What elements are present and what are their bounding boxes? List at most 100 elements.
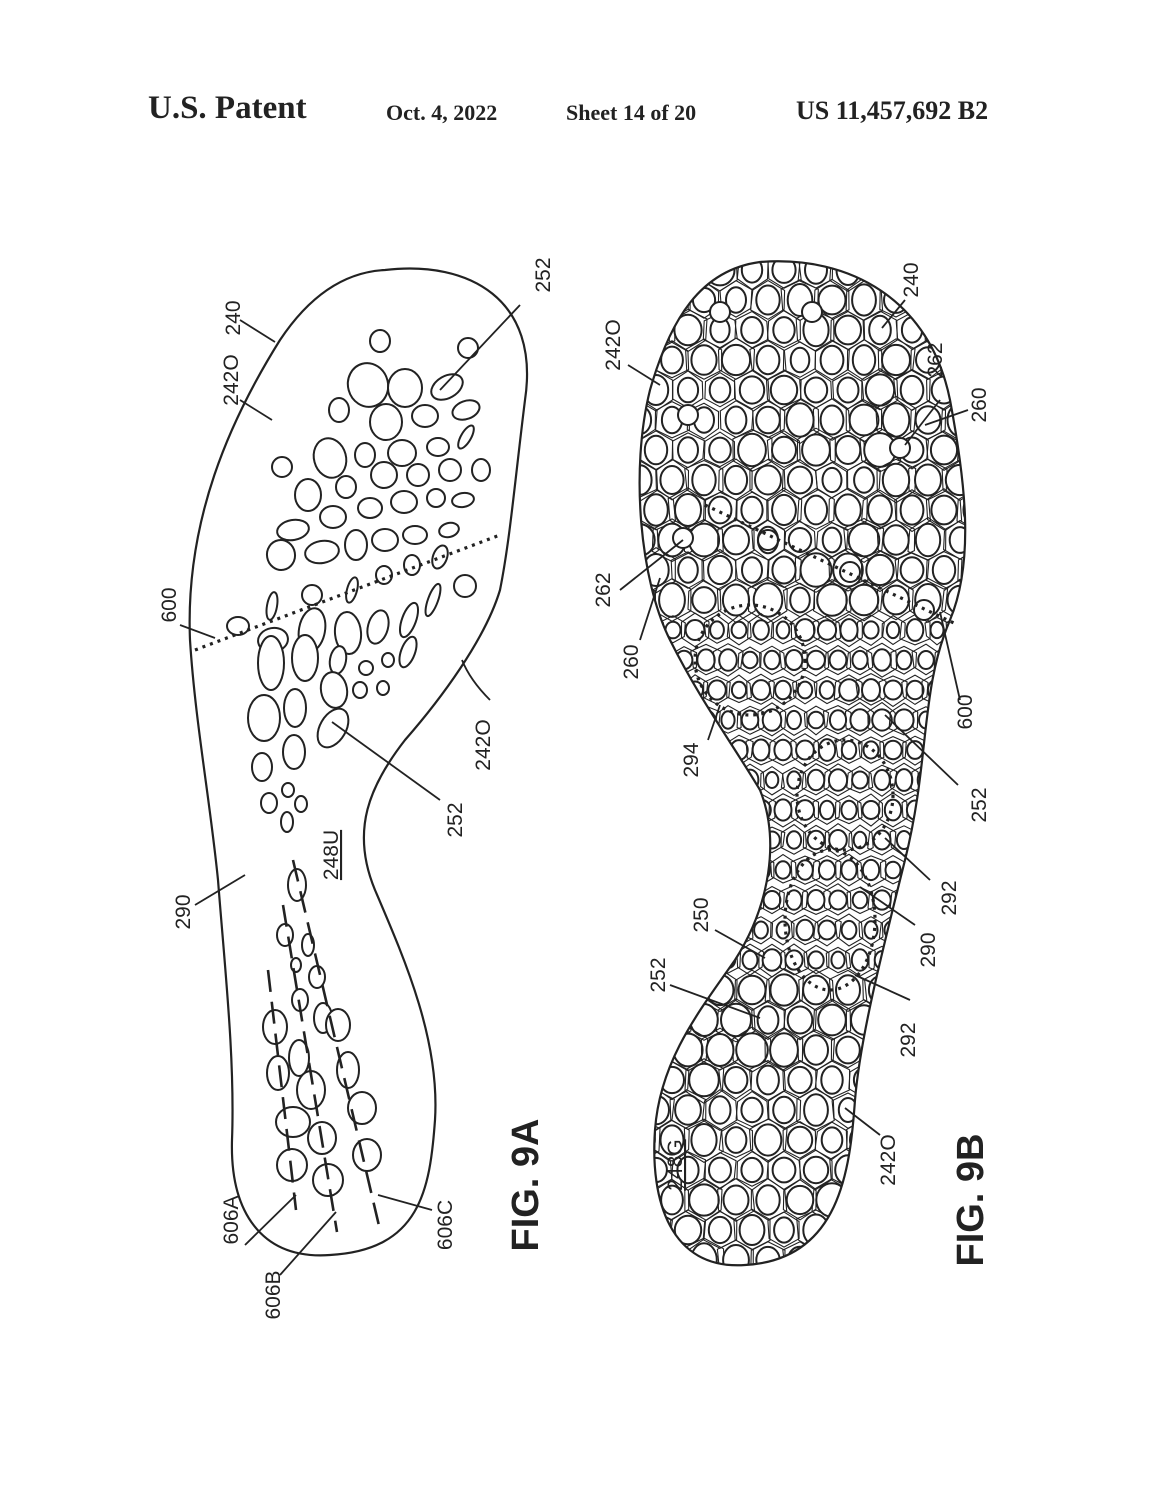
lattice-cell-9b <box>757 702 787 737</box>
lattice-cell-9b <box>911 884 941 916</box>
lattice-hole-9b <box>721 583 751 617</box>
lattice-hole-9b <box>851 890 869 910</box>
lattice-cell-9b <box>794 547 835 593</box>
lattice-cell-9b <box>780 766 807 797</box>
lattice-cell-9b <box>868 764 898 797</box>
lattice-cell-9b <box>923 1025 965 1074</box>
lattice-cell-9b <box>767 1090 802 1130</box>
lattice-hole-9b <box>905 679 925 701</box>
sole-hole-9a <box>376 680 390 696</box>
lattice-hole-9b <box>738 1214 766 1246</box>
sole-hole-9a <box>283 688 307 728</box>
label-600-9a: 600 <box>158 587 181 622</box>
lattice-cell-9b <box>801 763 832 796</box>
lattice-hole-9b <box>873 769 891 791</box>
lattice-hole-9b <box>849 1184 879 1216</box>
lattice-hole-9b <box>642 314 670 346</box>
lattice-hole-9b <box>639 405 653 435</box>
lattice-cell-9b <box>796 488 835 530</box>
sole-hole-9a <box>275 1106 311 1138</box>
lattice-hole-9b <box>639 345 653 375</box>
lattice-hole-9b <box>639 1062 656 1098</box>
lattice-cell-9b <box>881 614 906 646</box>
lattice-hole-9b <box>882 524 910 556</box>
lattice-hole-9b <box>836 376 860 404</box>
lattice-hole-9b <box>639 829 649 851</box>
lattice-cell-9b <box>639 704 654 736</box>
lattice-cell-9b <box>845 1238 884 1266</box>
sole-hole-9a <box>344 529 368 561</box>
sole-hole-9a <box>426 488 446 508</box>
lattice-cell-9b <box>779 704 808 737</box>
lattice-hole-9b <box>899 1154 925 1186</box>
lattice-hole-9b <box>931 555 957 585</box>
lattice-hole-9b <box>771 555 797 585</box>
lattice-hole-9b <box>945 1004 966 1036</box>
label-242o-mid-9a: 242O <box>472 719 495 770</box>
lattice-hole-9b <box>774 679 792 701</box>
lattice-hole-9b <box>685 859 705 881</box>
lattice-hole-9b <box>835 1214 861 1246</box>
sole-hole-9a <box>251 752 273 782</box>
star-node-9b <box>839 561 861 583</box>
lattice-hole-9b <box>807 950 825 970</box>
lattice-cell-9b <box>659 675 687 706</box>
lattice-hole-9b <box>848 403 880 437</box>
lattice-hole-9b <box>676 1155 700 1185</box>
lattice-hole-9b <box>769 1032 799 1068</box>
lattice-hole-9b <box>960 829 966 851</box>
lattice-hole-9b <box>707 799 727 821</box>
lattice-hole-9b <box>775 920 791 940</box>
lattice-cell-9b <box>945 915 966 944</box>
lattice-hole-9b <box>685 799 705 821</box>
lattice-cell-9b <box>718 1121 754 1159</box>
lattice-cell-9b <box>957 824 966 857</box>
lattice-hole-9b <box>639 585 653 615</box>
lattice-hole-9b <box>899 976 925 1004</box>
lattice-hole-9b <box>707 1215 733 1245</box>
lattice-hole-9b <box>786 1125 814 1155</box>
lattice-cell-9b <box>867 823 897 856</box>
lattice-hole-9b <box>803 376 829 404</box>
lattice-cell-9b <box>830 1209 867 1251</box>
lattice-cell-9b <box>780 823 807 855</box>
lattice-hole-9b <box>817 859 837 881</box>
lattice-hole-9b <box>963 1034 966 1066</box>
patent-number: US 11,457,692 B2 <box>796 96 989 125</box>
lattice-cell-9b <box>766 309 801 349</box>
lattice-hole-9b <box>807 710 825 730</box>
lattice-hole-9b <box>786 465 814 495</box>
lattice-cell-9b <box>718 1062 753 1100</box>
region-294-circle <box>693 603 807 717</box>
lattice-cell-9b <box>957 548 966 590</box>
lattice-cell-9b <box>770 853 797 884</box>
sole-hole-9a <box>294 478 322 512</box>
label-292-bottom: 292 <box>897 1022 920 1057</box>
lattice-hole-9b <box>752 619 770 641</box>
label-292-top: 292 <box>938 880 961 915</box>
lattice-cell-9b <box>803 705 830 736</box>
lattice-hole-9b <box>708 376 732 404</box>
lattice-cell-9b <box>814 1121 848 1161</box>
leader-242o-top-9b <box>627 364 661 386</box>
lattice-hole-9b <box>691 463 717 497</box>
label-252-bottom-9a: 252 <box>444 802 467 837</box>
lattice-cell-9b <box>639 310 676 352</box>
lattice-cell-9b <box>690 942 722 978</box>
lattice-hole-9b <box>639 1003 656 1037</box>
lattice-hole-9b <box>818 799 836 821</box>
lattice-hole-9b <box>861 800 881 820</box>
lattice-hole-9b <box>951 620 966 640</box>
lattice-hole-9b <box>848 583 880 617</box>
sole-hole-9a <box>319 671 349 709</box>
lattice-hole-9b <box>741 650 759 670</box>
lattice-hole-9b <box>789 346 811 374</box>
lattice-hole-9b <box>900 316 924 344</box>
label-260-left-9b: 260 <box>620 644 643 679</box>
lattice-hole-9b <box>795 918 815 942</box>
lattice-hole-9b <box>722 1184 750 1216</box>
lattice-hole-9b <box>899 374 925 406</box>
lattice-hole-9b <box>834 493 862 527</box>
sole-hole-9a <box>424 582 442 618</box>
